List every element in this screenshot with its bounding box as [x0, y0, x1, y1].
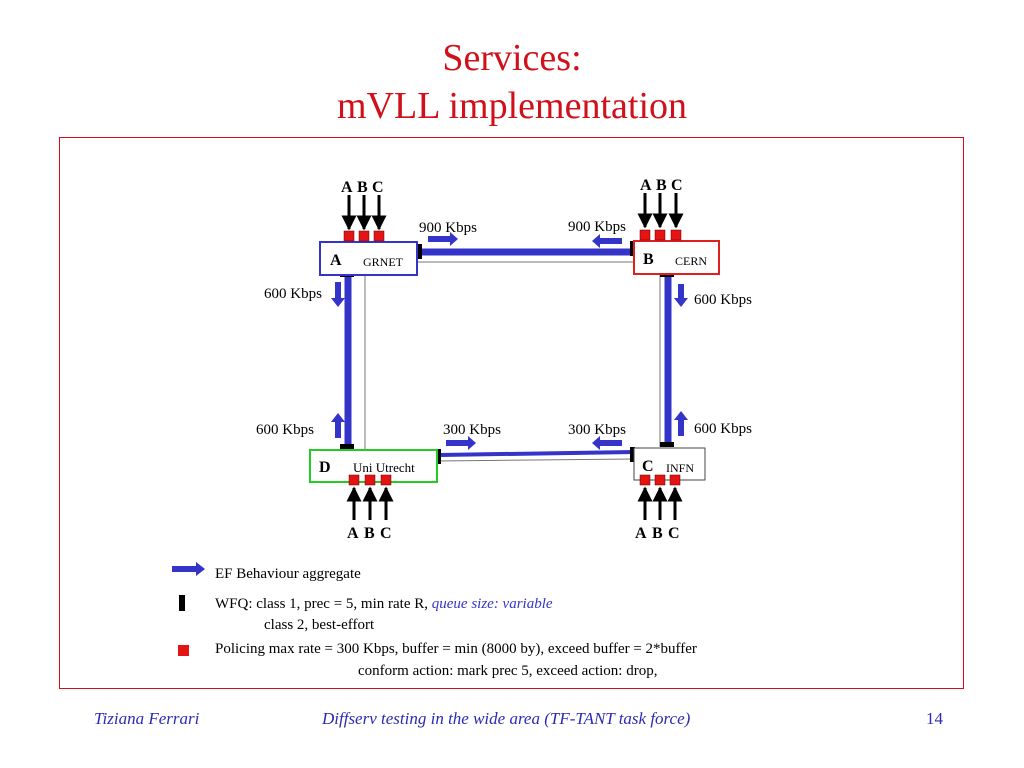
link-d-c: [439, 450, 635, 457]
legend-ef-label: EF Behaviour aggregate: [215, 566, 361, 582]
wfq-bar: [630, 241, 635, 256]
policer-square: [358, 230, 370, 242]
policer-square: [639, 229, 651, 241]
policer-square: [654, 229, 666, 241]
policer-square: [669, 474, 681, 486]
node-b-cern: B CERN: [633, 240, 720, 275]
wfq-legend-bar: [179, 595, 185, 611]
policer-c-label-c: C: [668, 525, 680, 542]
legend-policing-line2: conform action: mark prec 5, exceed acti…: [358, 663, 657, 679]
policer-square: [639, 474, 651, 486]
node-b-name: CERN: [675, 254, 707, 268]
policer-square: [364, 474, 376, 486]
wfq-bar: [340, 444, 354, 449]
policer-c-label-b: B: [652, 525, 663, 542]
policer-d-label-b: B: [364, 525, 375, 542]
ef-arrow-up: [674, 411, 688, 436]
policer-a-label-c: C: [372, 179, 384, 196]
ef-arrow-left: [592, 436, 622, 450]
slide-title-line-1: Services:: [442, 37, 582, 79]
node-a-name: GRNET: [363, 255, 404, 269]
rate-bc-top: 600 Kbps: [694, 292, 752, 308]
policer-c-label-a: A: [635, 525, 647, 542]
ef-arrow-right: [428, 232, 458, 246]
diagram-frame: [59, 137, 964, 689]
ef-links: [344, 248, 672, 457]
node-a-letter: A: [330, 252, 342, 269]
ef-arrow-down: [331, 282, 345, 307]
node-b-inputs: A B C: [637, 177, 684, 241]
legend-wfq-emphasis: queue size: variable: [432, 596, 553, 612]
policer-square: [373, 230, 385, 242]
wfq-bar: [660, 442, 674, 447]
footer-author: Tiziana Ferrari: [94, 709, 200, 728]
legend-wfq-line2: class 2, best-effort: [264, 617, 375, 633]
policer-square: [670, 229, 682, 241]
rate-dc-left: 300 Kbps: [443, 422, 501, 438]
policer-b-label-b: B: [656, 177, 667, 194]
policer-a-label-a: A: [341, 179, 353, 196]
legend-wfq-line1: WFQ: class 1, prec = 5, min rate R,: [215, 596, 432, 612]
rate-ab-left: 900 Kbps: [419, 220, 477, 236]
ef-arrow-right: [446, 436, 476, 450]
slide-title-line-2: mVLL implementation: [336, 85, 687, 127]
node-d-letter: D: [319, 459, 331, 476]
rate-dc-right: 300 Kbps: [568, 422, 626, 438]
node-a-grnet: A GRNET: [319, 241, 418, 276]
wfq-bar: [436, 449, 441, 464]
node-c-name: INFN: [666, 461, 694, 475]
node-c-inputs: A B C: [635, 474, 683, 542]
node-a-inputs: A B C: [341, 179, 387, 242]
node-d-name: Uni Utrecht: [353, 460, 415, 475]
policer-d-label-c: C: [380, 525, 392, 542]
wfq-bar: [417, 244, 422, 259]
ef-arrow-up: [331, 413, 345, 438]
policer-b-label-a: A: [640, 177, 652, 194]
node-b-letter: B: [643, 251, 654, 268]
policer-square: [654, 474, 666, 486]
ef-arrow-down: [674, 284, 688, 307]
policer-d-label-a: A: [347, 525, 359, 542]
node-c-infn: C INFN: [633, 447, 706, 481]
thin-links: [364, 261, 661, 462]
policer-square: [343, 230, 355, 242]
node-c-letter: C: [642, 458, 654, 475]
legend: EF Behaviour aggregate WFQ: class 1, pre…: [172, 562, 697, 679]
svg-text:WFQ: class 1, prec = 5, min ra: WFQ: class 1, prec = 5, min rate R, queu…: [215, 596, 553, 612]
policer-square: [380, 474, 392, 486]
footer-page-number: 14: [926, 709, 943, 728]
footer-subject: Diffserv testing in the wide area (TF-TA…: [322, 709, 691, 728]
policer-a-label-b: B: [357, 179, 368, 196]
rate-ad-top: 600 Kbps: [264, 286, 322, 302]
rate-ab-right: 900 Kbps: [568, 219, 626, 235]
ef-arrow-left: [592, 234, 622, 248]
ef-legend-arrow: [172, 562, 205, 576]
rate-ad-bottom: 600 Kbps: [256, 422, 314, 438]
rate-bc-bottom: 600 Kbps: [694, 421, 752, 437]
policer-legend-square: [178, 645, 189, 656]
wfq-bar: [630, 447, 635, 462]
policer-square: [348, 474, 360, 486]
rate-annotations: 900 Kbps 900 Kbps 600 Kbps 600 Kbps 600 …: [256, 219, 752, 450]
node-d-inputs: A B C: [346, 474, 394, 542]
policer-b-label-c: C: [671, 177, 683, 194]
legend-policing-line1: Policing max rate = 300 Kbps, buffer = m…: [215, 641, 697, 657]
